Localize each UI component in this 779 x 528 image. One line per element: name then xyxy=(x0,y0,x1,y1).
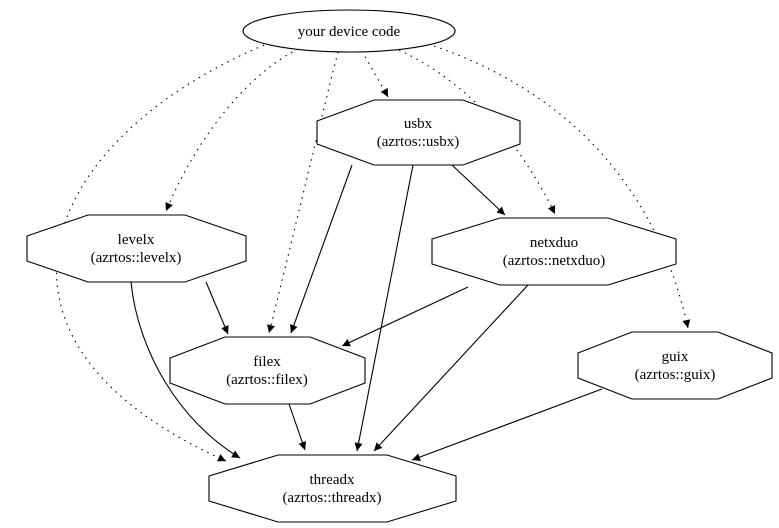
node-netxduo-label: netxduo xyxy=(530,235,578,251)
node-guix-sublabel: (azrtos::guix) xyxy=(635,367,716,383)
node-guix-label: guix xyxy=(662,349,689,365)
edge-usbx-netxduo xyxy=(451,164,506,216)
edge-device-guix xyxy=(433,45,691,329)
edge-device-usbx xyxy=(361,50,389,98)
node-usbx-shape xyxy=(316,99,521,166)
node-filex-sublabel: (azrtos::filex) xyxy=(226,372,308,388)
edge-netxduo-threadx xyxy=(373,284,529,452)
edge-filex-threadx xyxy=(288,403,307,451)
node-usbx-label: usbx xyxy=(404,116,433,132)
node-guix-shape xyxy=(577,331,773,400)
node-threadx-sublabel: (azrtos::threadx) xyxy=(282,490,381,506)
node-filex-shape xyxy=(169,336,366,405)
node-netxduo: netxduo (azrtos::netxduo) xyxy=(431,217,677,286)
node-usbx: usbx (azrtos::usbx) xyxy=(316,99,521,166)
node-usbx-sublabel: (azrtos::usbx) xyxy=(377,134,459,150)
node-device-shape xyxy=(242,9,456,53)
node-guix: guix (azrtos::guix) xyxy=(577,331,773,400)
edge-levelx-threadx xyxy=(130,281,241,459)
edge-device-threadx xyxy=(56,44,265,462)
node-levelx: levelx (azrtos::levelx) xyxy=(26,214,247,283)
node-netxduo-sublabel: (azrtos::netxduo) xyxy=(503,253,605,269)
edge-device-levelx xyxy=(165,48,299,212)
edge-netxduo-filex xyxy=(341,286,469,347)
node-device: your device code xyxy=(242,9,456,53)
node-filex-label: filex xyxy=(253,354,281,370)
edge-guix-threadx xyxy=(411,388,603,461)
node-filex: filex (azrtos::filex) xyxy=(169,336,366,405)
node-levelx-sublabel: (azrtos::levelx) xyxy=(91,250,182,266)
node-device-label: your device code xyxy=(298,24,401,40)
node-threadx-label: threadx xyxy=(310,472,355,488)
edge-levelx-filex xyxy=(205,281,229,335)
edge-usbx-filex xyxy=(289,164,353,334)
node-threadx-shape xyxy=(208,454,457,523)
node-threadx: threadx (azrtos::threadx) xyxy=(208,454,457,523)
node-netxduo-shape xyxy=(431,217,677,286)
node-levelx-shape xyxy=(26,214,247,283)
node-levelx-label: levelx xyxy=(118,232,155,248)
edge-usbx-threadx xyxy=(354,164,414,452)
edge-device-filex xyxy=(267,51,339,334)
